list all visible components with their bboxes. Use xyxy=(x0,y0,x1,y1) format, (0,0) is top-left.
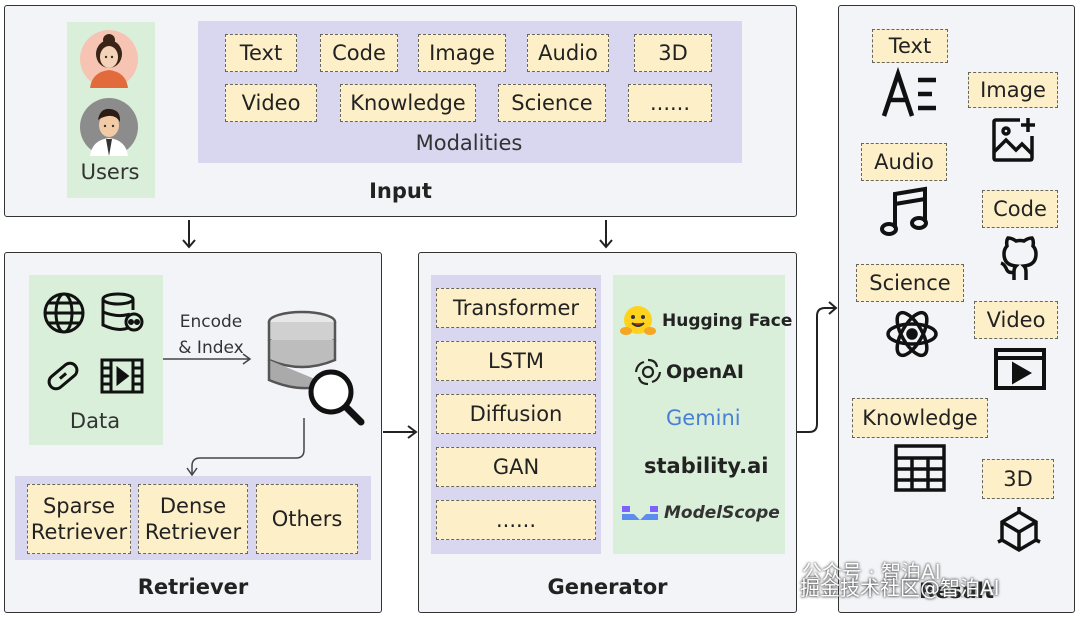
result-chip: Image xyxy=(968,72,1058,108)
image-add-icon xyxy=(990,116,1038,168)
modalities-label: Modalities xyxy=(415,131,523,155)
input-title: Input xyxy=(369,179,432,203)
users-label: Users xyxy=(80,160,140,184)
brand-gemini: Gemini xyxy=(666,406,741,430)
model-chip: LSTM xyxy=(436,341,596,381)
modality-chip: Audio xyxy=(527,34,609,72)
modality-chip: ...... xyxy=(628,84,712,122)
video-play-icon xyxy=(994,348,1046,394)
retriever-chip: Dense Retriever xyxy=(138,484,248,554)
brand-stability-ai: stability.ai xyxy=(644,454,769,478)
brand-hugging-face: Hugging Face xyxy=(620,305,792,337)
video-film-icon xyxy=(100,358,144,398)
table-icon xyxy=(894,444,946,496)
arrow-down-icon xyxy=(598,220,614,254)
github-icon xyxy=(996,234,1044,286)
modelscope-icon xyxy=(622,506,658,520)
cube-icon xyxy=(996,506,1042,560)
modality-chip: Knowledge xyxy=(340,84,476,122)
database-icon xyxy=(100,292,144,338)
result-chip: Science xyxy=(856,264,964,302)
openai-icon xyxy=(634,358,662,386)
model-chip: Transformer xyxy=(436,288,596,328)
result-chip: Text xyxy=(872,29,948,63)
data-label: Data xyxy=(69,409,121,433)
result-title: Result xyxy=(918,579,995,603)
model-chip: GAN xyxy=(436,447,596,487)
brand-modelscope: ModelScope xyxy=(620,502,780,524)
modality-chip: Code xyxy=(320,34,398,72)
globe-icon xyxy=(43,292,85,338)
watermark-line2: 掘金技术社区@智泊AI xyxy=(800,576,1000,600)
arrow-down-icon xyxy=(181,220,197,254)
user-avatar-male xyxy=(80,98,138,160)
retriever-chip: Others xyxy=(256,484,358,554)
result-chip: Video xyxy=(974,301,1058,339)
modality-chip: Image xyxy=(418,34,506,72)
generator-title: Generator xyxy=(547,575,668,599)
watermark-line1: 公众号 · 智泊AI xyxy=(802,560,941,584)
database-search-icon xyxy=(265,310,365,430)
result-chip: 3D xyxy=(982,459,1054,499)
retriever-title: Retriever xyxy=(137,575,249,599)
arrow-right-icon xyxy=(163,351,253,370)
model-chip: Diffusion xyxy=(436,394,596,434)
model-chip: ...... xyxy=(436,500,596,540)
modality-chip: 3D xyxy=(634,34,712,72)
arrow-right-icon xyxy=(383,424,419,444)
modality-chip: Video xyxy=(225,84,317,122)
hugging-face-icon xyxy=(620,306,656,335)
result-chip: Code xyxy=(982,190,1058,228)
modality-chip: Text xyxy=(225,34,297,72)
arrow-curve-icon xyxy=(186,418,308,482)
user-avatar-female xyxy=(80,30,138,92)
arrow-curve-icon xyxy=(797,300,839,440)
brand-openai: OpenAI xyxy=(634,358,744,386)
retriever-chip: Sparse Retriever xyxy=(27,484,131,554)
link-icon xyxy=(45,358,81,398)
atom-icon xyxy=(884,306,940,366)
encode-index-label: Encode & Index xyxy=(178,312,244,358)
text-icon xyxy=(881,66,940,122)
result-chip: Knowledge xyxy=(852,398,988,438)
result-chip: Audio xyxy=(861,143,947,181)
modality-chip: Science xyxy=(498,84,606,122)
music-note-icon xyxy=(880,186,930,242)
